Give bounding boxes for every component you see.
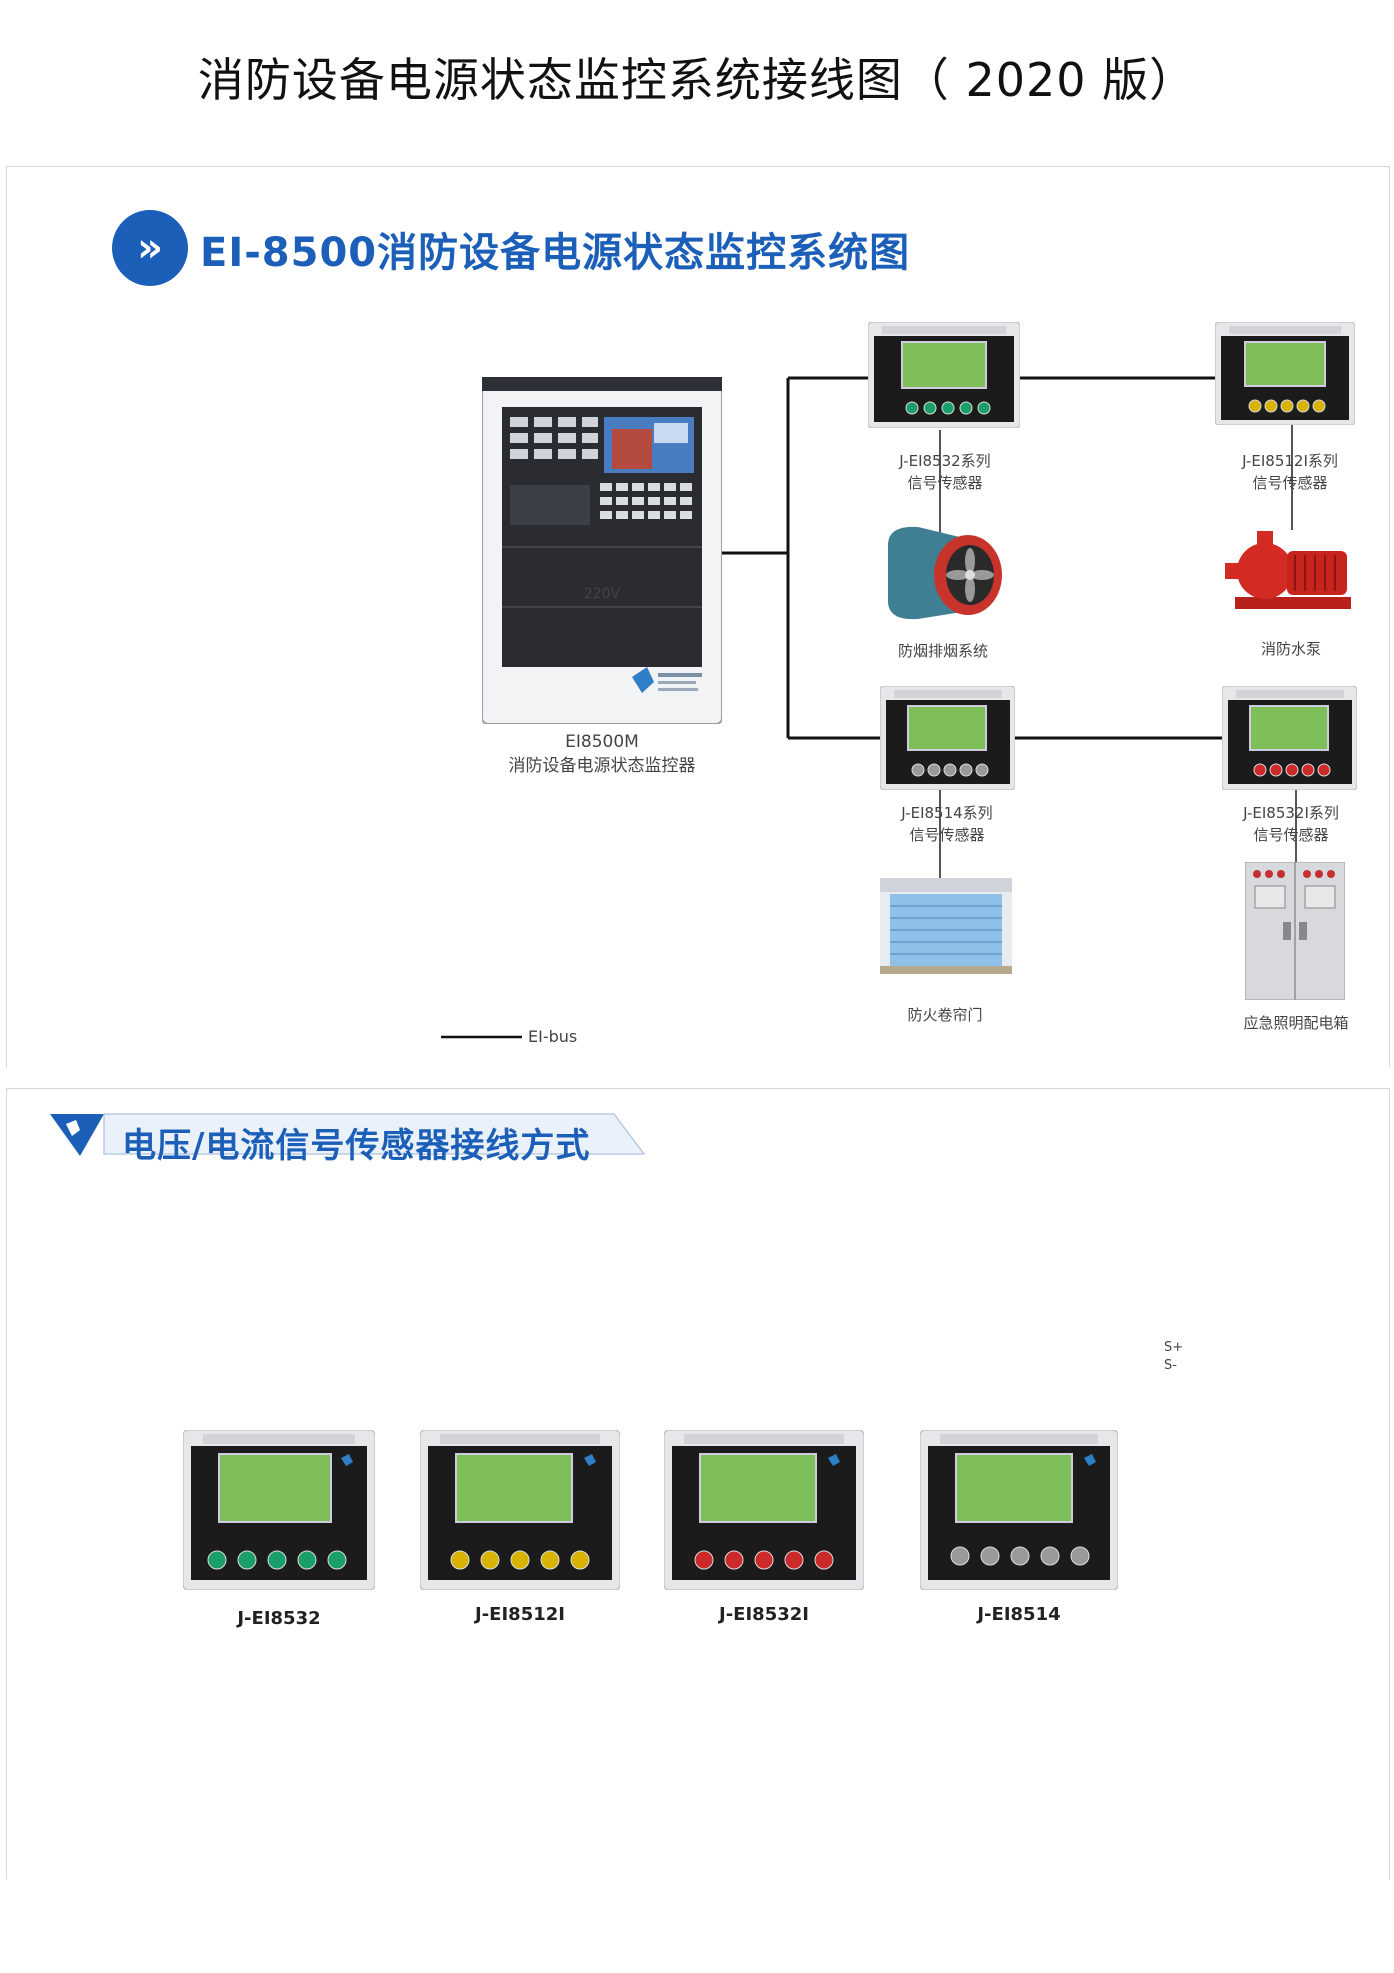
wiring-method-header: 电压/电流信号传感器接线方式 [44, 1110, 664, 1170]
wired-sensor-1 [182, 1429, 376, 1591]
equipment-label-distribution-box: 应急照明配电箱 [1243, 1014, 1349, 1032]
wiring-method-title: 电压/电流信号传感器接线方式 [122, 1126, 591, 1166]
fan-icon [878, 515, 1008, 630]
sensor-type-3: 信号传感器 [909, 826, 985, 844]
double-chevron-icon: » [112, 210, 188, 286]
equipment-label-fan: 防烟排烟系统 [897, 642, 988, 660]
sensor-label-3: J-EI8514系列 信号传感器 [862, 802, 1032, 846]
wired-sensor-model-4: J-EI8514 [977, 1604, 1061, 1625]
power-label: 220V [583, 586, 621, 602]
sensor-type-2: 信号传感器 [1252, 474, 1328, 492]
page-title: 消防设备电源状态监控系统接线图（ 2020 版） [197, 53, 1197, 107]
controller-name: 消防设备电源状态监控器 [508, 756, 696, 776]
wired-sensor-model-1: J-EI8532 [237, 1608, 321, 1629]
wired-sensor-model-3: J-EI8532I [719, 1604, 809, 1625]
sensor-model-2: J-EI8512I系列 [1242, 452, 1338, 470]
pump-icon [1225, 525, 1355, 625]
bus-label-negative: S- [1164, 1358, 1177, 1373]
equipment-label-pump: 消防水泵 [1260, 640, 1321, 658]
wired-sensor-model-2: J-EI8512I [475, 1604, 565, 1625]
sensor-label-1: J-EI8532系列 信号传感器 [860, 450, 1030, 494]
sensor-label-4: J-EI8532I系列 信号传感器 [1206, 802, 1376, 846]
sensor-model-1: J-EI8532系列 [899, 452, 991, 470]
sensor-module-4 [1221, 685, 1358, 791]
sensor-label-2: J-EI8512I系列 信号传感器 [1205, 450, 1375, 494]
bus-label-positive: S+ [1164, 1340, 1184, 1355]
wired-sensor-4 [919, 1429, 1119, 1591]
sensor-model-3: J-EI8514系列 [901, 804, 993, 822]
sensor-module-3 [879, 685, 1016, 791]
sensor-module-1 [867, 321, 1021, 429]
shutter-door-icon [880, 878, 1012, 974]
equipment-label-shutter: 防火卷帘门 [907, 1006, 983, 1024]
wired-sensor-2 [419, 1429, 621, 1591]
sensor-type-4: 信号传感器 [1253, 826, 1329, 844]
controller-model: EI8500M [565, 732, 639, 752]
legend-ei-bus: EI-bus [528, 1027, 578, 1046]
controller-cabinet [481, 376, 723, 725]
system-diagram-title: EI-8500消防设备电源状态监控系统图 [200, 230, 911, 276]
sensor-module-2 [1214, 321, 1356, 426]
sensor-model-4: J-EI8532I系列 [1243, 804, 1339, 822]
controller-label: EI8500M 消防设备电源状态监控器 [452, 730, 752, 778]
distribution-box-icon [1244, 861, 1346, 1001]
wired-sensor-3 [663, 1429, 865, 1591]
sensor-type-1: 信号传感器 [907, 474, 983, 492]
